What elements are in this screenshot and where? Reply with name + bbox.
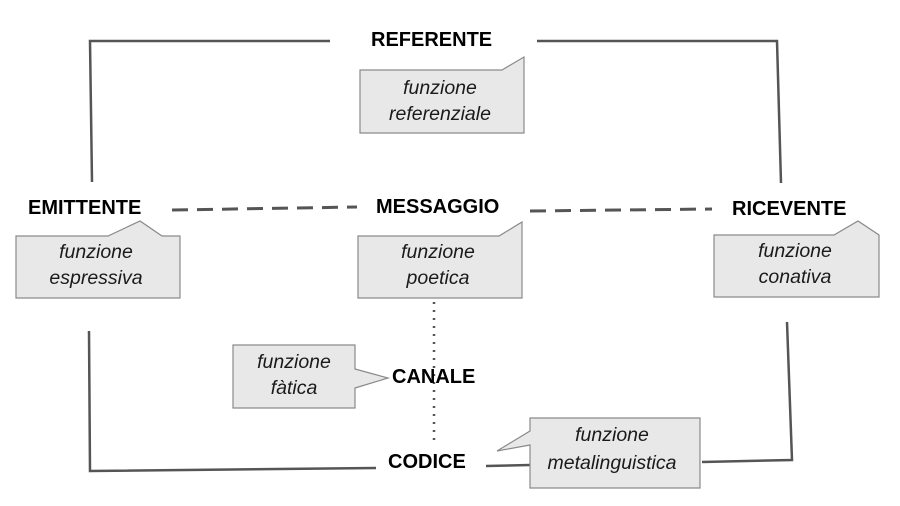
node-emittente: EMITTENTE [28,197,142,219]
callout-conativa: funzione conativa [713,220,880,298]
callout-poetica: funzione poetica [357,220,523,299]
callout-poetica-line1: funzione [401,241,475,263]
connector-emittente-referente [88,39,330,183]
callout-poetica-line2: poetica [406,267,470,289]
dashed-line-emittente-messaggio [171,205,358,212]
callout-referenziale-line1: funzione [403,77,477,99]
callout-conativa-line2: conativa [759,266,832,288]
callout-espressiva-line2: espressiva [49,267,142,289]
callout-espressiva-line1: funzione [59,241,133,263]
callout-espressiva: funzione espressiva [15,220,181,299]
callout-referenziale-line2: referenziale [389,103,491,125]
callout-metalinguistica: funzione metalinguistica [496,417,701,489]
callout-conativa-line1: funzione [758,240,832,262]
connector-codice-ricevente [485,463,531,468]
node-referente: REFERENTE [371,29,493,51]
callout-fatica-line2: fàtica [271,377,318,399]
connector-referente-ricevente [537,39,783,184]
connector-metalinguistica-ricevente [701,321,794,464]
node-messaggio: MESSAGGIO [376,196,500,218]
node-codice: CODICE [388,451,466,473]
callout-metalinguistica-line1: funzione [575,424,649,446]
dashed-line-messaggio-ricevente [529,207,713,213]
callout-fatica: funzione fàtica [232,344,391,409]
node-canale: CANALE [392,366,476,388]
callout-fatica-line1: funzione [257,351,331,373]
node-ricevente: RICEVENTE [732,198,847,220]
callout-referenziale: funzione referenziale [359,55,525,134]
connector-emittente-codice [87,330,377,473]
callout-metalinguistica-line2: metalinguistica [548,452,677,474]
